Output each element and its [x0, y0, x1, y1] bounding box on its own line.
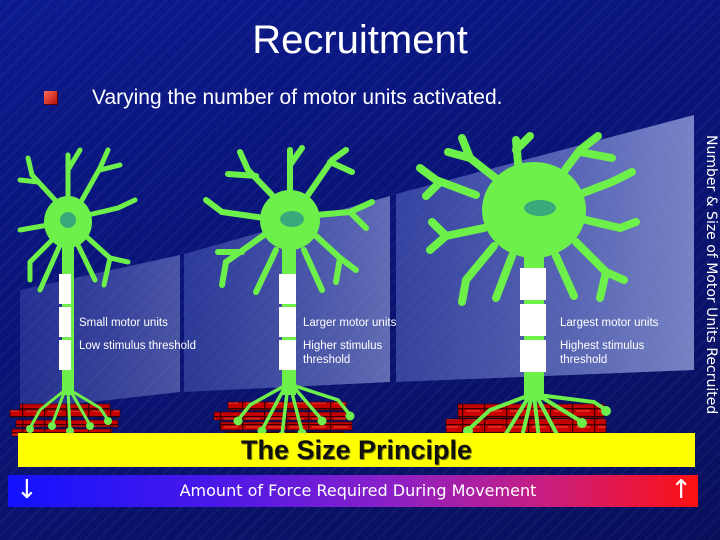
- neuron-small: [9, 147, 138, 437]
- caption-larger: Larger motor units Higher stimulus thres…: [303, 316, 413, 367]
- axon-terminals-larger: [236, 383, 352, 437]
- bullet-text: Varying the number of motor units activa…: [92, 86, 503, 109]
- banner-text: The Size Principle: [240, 435, 473, 465]
- nucleus-small: [60, 212, 76, 228]
- myelin-2-largest: [520, 304, 546, 336]
- caption-small-line1: Small motor units: [79, 317, 168, 329]
- myelin-1-small: [59, 274, 71, 304]
- myelin-3-larger: [279, 340, 296, 370]
- myelin-2-larger: [279, 307, 296, 337]
- myelin-3-largest: [520, 340, 546, 372]
- myelin-1-larger: [279, 274, 296, 304]
- myelin-1-largest: [520, 268, 546, 300]
- neuron-larger: [203, 145, 375, 441]
- slide-title: Recruitment: [252, 18, 468, 62]
- caption-small: Small motor units Low stimulus threshold: [79, 316, 196, 353]
- muscle-fibers-small: [9, 403, 121, 437]
- force-bar-label: Amount of Force Required During Movement: [179, 481, 537, 500]
- caption-small-line2: Low stimulus threshold: [79, 340, 196, 352]
- vertical-axis-label: Number & Size of Motor Units Recruited: [703, 135, 719, 415]
- caption-largest: Largest motor units Highest stimulus thr…: [560, 316, 680, 367]
- nucleus-largest: [524, 200, 556, 216]
- caption-larger-line1: Larger motor units: [303, 317, 397, 329]
- size-principle-banner: The Size Principle: [18, 433, 695, 467]
- arrow-down-icon: ↓: [16, 475, 38, 505]
- dendrites-small: [17, 147, 138, 293]
- force-gradient-bar: Amount of Force Required During Movement…: [8, 475, 698, 507]
- nucleus-larger: [280, 211, 304, 227]
- caption-largest-line2: Highest stimulus threshold: [560, 340, 645, 366]
- axon-terminals-largest: [466, 393, 608, 450]
- bullet-square-icon: [44, 91, 57, 104]
- myelin-3-small: [59, 340, 71, 370]
- caption-largest-line1: Largest motor units: [560, 317, 659, 329]
- neuron-largest: [416, 132, 640, 462]
- arrow-up-icon: ↑: [670, 475, 692, 505]
- myelin-2-small: [59, 307, 71, 337]
- axon-terminals-small: [28, 388, 110, 432]
- caption-larger-line2: Higher stimulus threshold: [303, 340, 383, 366]
